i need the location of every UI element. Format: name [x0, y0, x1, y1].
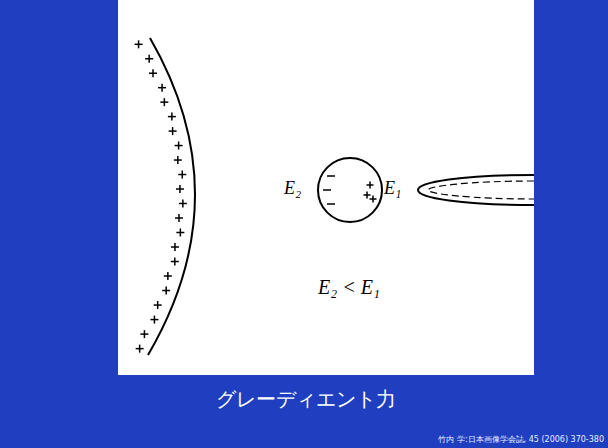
plus-charge	[174, 243, 176, 251]
plus-charge	[366, 192, 368, 199]
plus-charge	[152, 69, 154, 77]
plus-charge	[171, 113, 173, 121]
plus-charge	[178, 142, 180, 150]
plus-charge	[139, 345, 141, 353]
plus-charge	[182, 171, 184, 179]
minus-charge	[327, 175, 335, 177]
minus-charge	[323, 189, 331, 191]
plus-charge	[161, 84, 163, 92]
particle-circle	[318, 158, 382, 222]
plus-charge	[144, 330, 146, 338]
plus-charge	[372, 196, 374, 203]
plus-charge	[369, 182, 371, 189]
needle-electrode	[418, 175, 534, 205]
plus-charge	[179, 185, 181, 193]
plus-charge	[138, 40, 140, 48]
electrode-inner-dashed	[428, 181, 534, 199]
field-label: E₁	[384, 178, 401, 199]
minus-charge	[327, 203, 335, 205]
inequality-label: E₂ < E₁	[318, 276, 380, 299]
plus-charge	[178, 214, 180, 222]
plus-charge	[154, 316, 156, 324]
citation: 竹内 学:日本画像学会誌, 45 (2006) 370-380	[438, 434, 604, 445]
plus-charge	[164, 98, 166, 106]
plus-charge	[172, 127, 174, 135]
slide-caption: グレーディエント力	[216, 386, 396, 413]
plus-charge	[174, 258, 176, 266]
charge-symbols	[135, 40, 377, 352]
field-label: E₂	[284, 178, 301, 199]
plus-charge	[177, 156, 179, 164]
plus-charge	[180, 228, 182, 236]
plus-charge	[182, 199, 184, 207]
plus-charge	[167, 272, 169, 280]
charged-plate	[148, 38, 195, 355]
plus-charge	[148, 55, 150, 63]
plus-charge	[165, 287, 167, 295]
plus-charge	[157, 301, 159, 309]
